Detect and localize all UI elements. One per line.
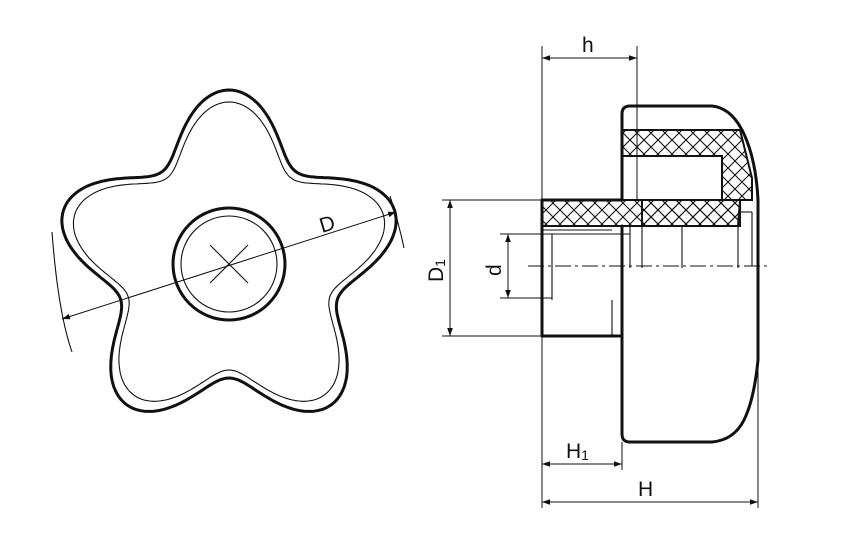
dimension-line-D xyxy=(61,211,397,320)
label-D: D xyxy=(317,211,338,237)
label-D1: D1 xyxy=(425,259,448,282)
star-knob-inner-outline xyxy=(72,101,386,402)
label-H: H xyxy=(638,478,653,501)
hatched-section-shaft xyxy=(541,199,741,227)
diameter-arc-right xyxy=(389,195,405,249)
knob-body-top-outline xyxy=(540,104,760,268)
star-knob-outer-outline xyxy=(60,88,398,413)
front-view: D xyxy=(51,88,405,413)
side-view: h H1 H D1 d xyxy=(425,34,768,508)
diameter-arc xyxy=(51,231,73,353)
label-h: h xyxy=(582,34,594,57)
knob-body-bottom-outline xyxy=(620,264,760,444)
label-d: d xyxy=(483,264,506,276)
label-H1: H1 xyxy=(566,440,589,463)
